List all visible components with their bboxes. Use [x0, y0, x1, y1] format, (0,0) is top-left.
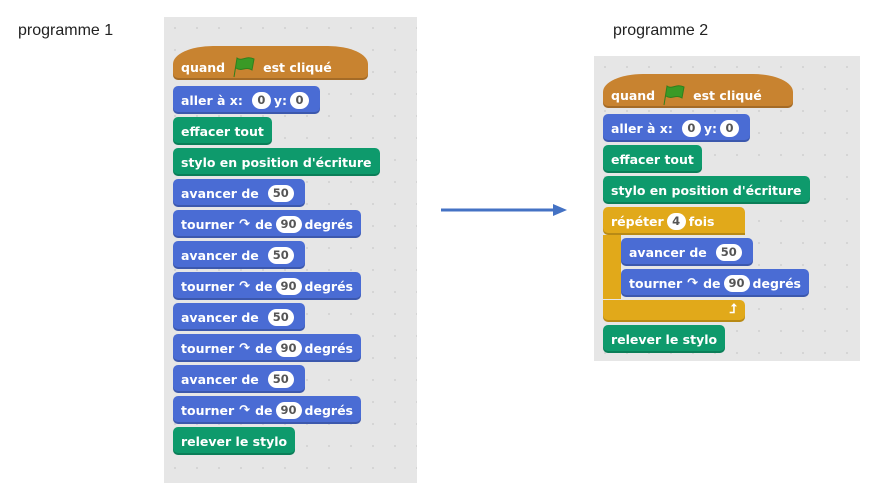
turn-de-label: de	[255, 216, 273, 232]
loop-arrow-icon: ⮥	[729, 302, 737, 317]
programme-2-title: programme 2	[613, 22, 709, 39]
green-flag-icon	[233, 57, 255, 78]
hat-label: quand	[181, 59, 226, 75]
degrees-input[interactable]: 90	[275, 401, 302, 419]
pen-down-block[interactable]: stylo en position d'écriture	[603, 176, 810, 204]
when-flag-clicked-block[interactable]: quand est cliqué	[173, 46, 368, 80]
degrees-label: degrés	[304, 278, 353, 294]
turn-label: tourner	[181, 216, 235, 232]
hat-label: quand	[611, 87, 656, 103]
repeat-count-input[interactable]: 4	[666, 212, 686, 230]
steps-input[interactable]: 50	[267, 308, 294, 326]
clear-block[interactable]: effacer tout	[173, 117, 272, 145]
degrees-input[interactable]: 90	[723, 274, 750, 292]
move-label: avancer de	[181, 371, 259, 387]
pen-up-label: relever le stylo	[611, 331, 718, 347]
repeat-suffix: fois	[688, 213, 715, 229]
repeat-header[interactable]: répéter 4 fois	[603, 207, 745, 235]
scripts-area-programme-2: quand est cliqué aller à x: 0 y: 0 effac…	[594, 56, 860, 361]
degrees-label: degrés	[304, 340, 353, 356]
script-programme-1: quand est cliqué aller à x: 0 y: 0 effac…	[173, 46, 380, 458]
turn-label: tourner	[181, 340, 235, 356]
move-block[interactable]: avancer de 50	[621, 238, 753, 266]
turn-de-label: de	[255, 340, 273, 356]
pen-down-label: stylo en position d'écriture	[181, 154, 372, 170]
goto-label: aller à x:	[181, 92, 243, 108]
move-label: avancer de	[181, 247, 259, 263]
move-block[interactable]: avancer de 50	[173, 241, 305, 269]
turn-de-label: de	[703, 275, 721, 291]
x-input[interactable]: 0	[681, 119, 701, 137]
move-block[interactable]: avancer de 50	[173, 303, 305, 331]
y-label: y:	[273, 92, 288, 108]
hat-label-after: est cliqué	[693, 87, 762, 103]
move-block[interactable]: avancer de 50	[173, 179, 305, 207]
steps-input[interactable]: 50	[715, 243, 742, 261]
move-label: avancer de	[181, 309, 259, 325]
pen-up-block[interactable]: relever le stylo	[603, 325, 726, 353]
degrees-input[interactable]: 90	[275, 277, 302, 295]
turn-right-block[interactable]: tourner ↷ de 90 degrés	[621, 269, 809, 297]
repeat-label: répéter	[611, 213, 664, 229]
turn-de-label: de	[255, 278, 273, 294]
steps-input[interactable]: 50	[267, 184, 294, 202]
rotate-clockwise-icon: ↷	[239, 402, 251, 418]
y-input[interactable]: 0	[720, 119, 740, 137]
rotate-clockwise-icon: ↷	[239, 216, 251, 232]
clear-label: effacer tout	[611, 151, 694, 167]
move-label: avancer de	[181, 185, 259, 201]
when-flag-clicked-block[interactable]: quand est cliqué	[603, 74, 793, 108]
repeat-block[interactable]: répéter 4 fois avancer de 50 tourner ↷ d…	[603, 207, 810, 322]
transformation-arrow-icon	[441, 204, 567, 216]
move-label: avancer de	[629, 244, 707, 260]
scripts-area-programme-1: quand est cliqué aller à x: 0 y: 0 effac…	[164, 17, 417, 483]
rotate-clockwise-icon: ↷	[239, 340, 251, 356]
y-input[interactable]: 0	[290, 91, 310, 109]
repeat-arm	[603, 235, 621, 299]
degrees-input[interactable]: 90	[275, 339, 302, 357]
turn-label: tourner	[629, 275, 683, 291]
turn-label: tourner	[181, 402, 235, 418]
pen-down-block[interactable]: stylo en position d'écriture	[173, 148, 380, 176]
repeat-footer: ⮥	[603, 300, 745, 322]
degrees-input[interactable]: 90	[275, 215, 302, 233]
turn-de-label: de	[255, 402, 273, 418]
script-programme-2: quand est cliqué aller à x: 0 y: 0 effac…	[603, 74, 810, 356]
turn-label: tourner	[181, 278, 235, 294]
degrees-label: degrés	[752, 275, 801, 291]
move-block[interactable]: avancer de 50	[173, 365, 305, 393]
pen-up-label: relever le stylo	[181, 433, 288, 449]
clear-block[interactable]: effacer tout	[603, 145, 702, 173]
pen-up-block[interactable]: relever le stylo	[173, 427, 296, 455]
rotate-clockwise-icon: ↷	[239, 278, 251, 294]
goto-xy-block[interactable]: aller à x: 0 y: 0	[173, 86, 321, 114]
rotate-clockwise-icon: ↷	[687, 275, 699, 291]
degrees-label: degrés	[304, 216, 353, 232]
green-flag-icon	[663, 85, 685, 106]
x-input[interactable]: 0	[251, 91, 271, 109]
steps-input[interactable]: 50	[267, 246, 294, 264]
pen-down-label: stylo en position d'écriture	[611, 182, 802, 198]
clear-label: effacer tout	[181, 123, 264, 139]
degrees-label: degrés	[304, 402, 353, 418]
programme-1-title: programme 1	[18, 22, 114, 39]
steps-input[interactable]: 50	[267, 370, 294, 388]
y-label: y:	[703, 120, 718, 136]
goto-xy-block[interactable]: aller à x: 0 y: 0	[603, 114, 751, 142]
hat-label-after: est cliqué	[263, 59, 332, 75]
goto-label: aller à x:	[611, 120, 673, 136]
